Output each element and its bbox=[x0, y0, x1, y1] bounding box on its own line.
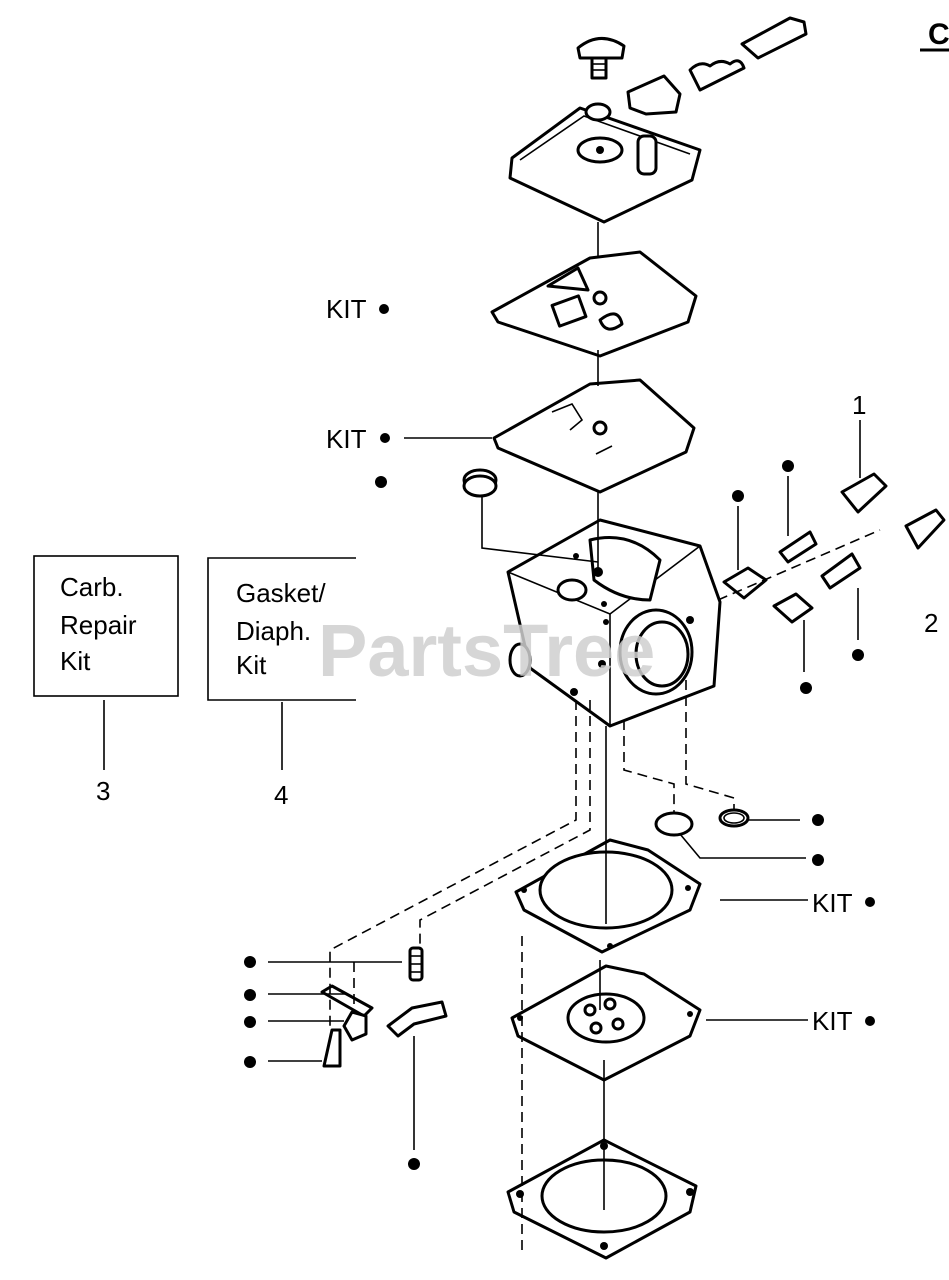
ref-number-3: 3 bbox=[96, 776, 110, 806]
carb-repair-kit-box: Carb. Repair Kit bbox=[33, 555, 179, 697]
watermark: PartsTree bbox=[318, 609, 655, 692]
gasket-diaph-line3: Kit bbox=[236, 650, 267, 680]
lower-discs bbox=[654, 808, 750, 837]
small-hardware bbox=[320, 946, 448, 1068]
gasket-diaph-line1: Gasket/ bbox=[236, 578, 326, 608]
ref-number-1: 1 bbox=[852, 390, 866, 420]
leader-lines bbox=[103, 222, 881, 1250]
carburetor-body bbox=[506, 518, 722, 728]
kit-label-pump-gasket: KIT bbox=[812, 888, 853, 918]
corner-letter: C bbox=[928, 18, 949, 51]
pump-diaphragm bbox=[510, 964, 702, 1082]
mixture-needles bbox=[722, 472, 946, 624]
kit-label-pump-diaphragm: KIT bbox=[812, 1006, 853, 1036]
inlet-screen bbox=[462, 468, 498, 498]
metering-cover bbox=[508, 16, 808, 224]
ref-number-4: 4 bbox=[274, 780, 288, 810]
carb-repair-line1: Carb. bbox=[60, 572, 124, 602]
gasket-diaph-kit-box: Gasket/ Diaph. Kit bbox=[207, 557, 356, 701]
kit-label-metering-diaphragm: KIT bbox=[326, 294, 367, 324]
carb-repair-line2: Repair bbox=[60, 610, 137, 640]
carb-repair-line3: Kit bbox=[60, 646, 91, 676]
kit-label-metering-gasket: KIT bbox=[326, 424, 367, 454]
pump-cover bbox=[506, 1138, 698, 1260]
ref-number-2: 2 bbox=[924, 608, 938, 638]
pump-gasket bbox=[514, 838, 702, 954]
callout-dots bbox=[244, 304, 875, 1170]
metering-diaphragm bbox=[490, 250, 698, 358]
gasket-diaph-line2: Diaph. bbox=[236, 616, 311, 646]
metering-gasket bbox=[492, 378, 696, 494]
